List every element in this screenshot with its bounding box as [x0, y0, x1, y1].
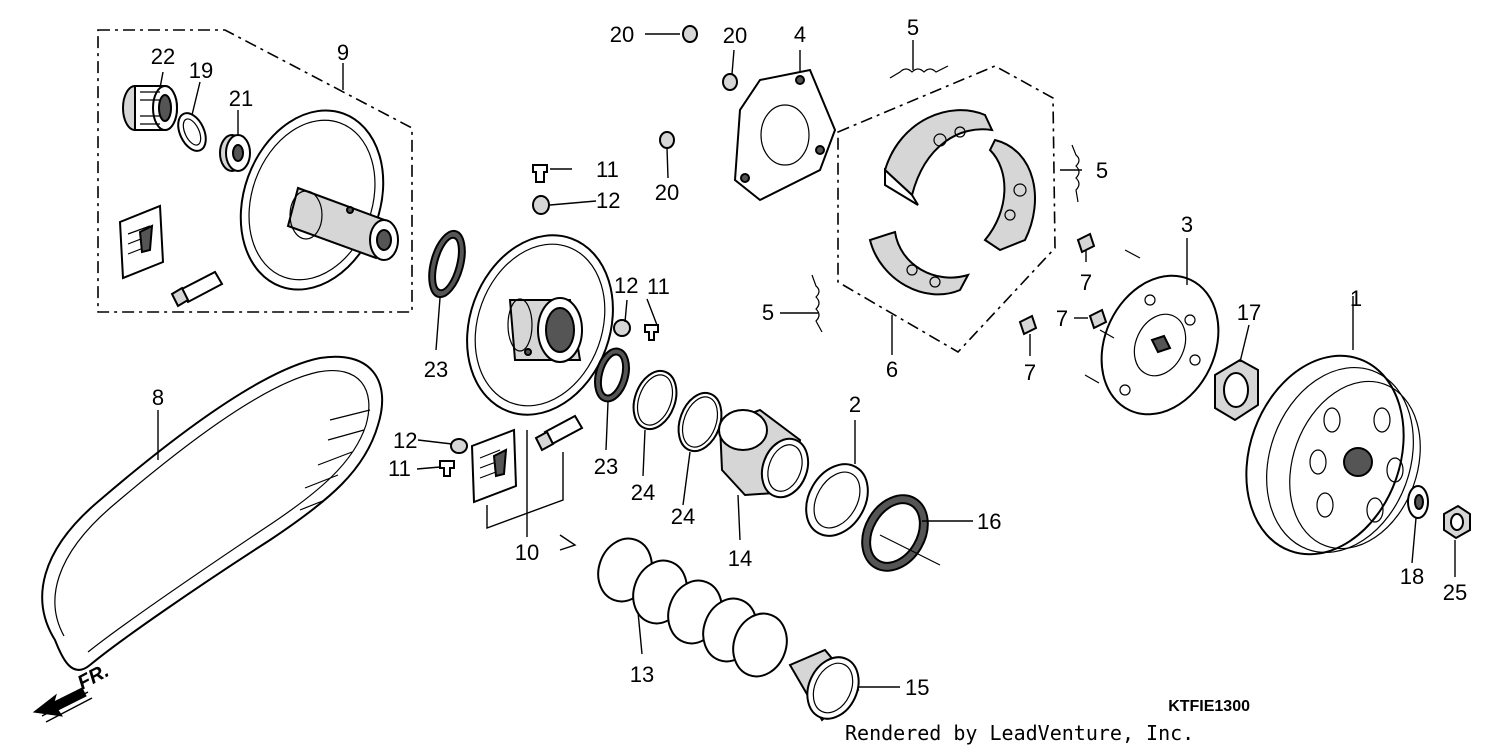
needle-bearing-part — [122, 85, 178, 131]
drive-face-group-box — [97, 29, 413, 313]
callout-21: 21 — [229, 86, 253, 111]
roller-lower — [450, 438, 468, 454]
credit-text: Rendered by LeadVenture, Inc. — [845, 721, 1194, 745]
shoe-spring-left — [811, 274, 823, 333]
callout-3: 3 — [1181, 212, 1193, 237]
shoe-spring-right — [1071, 144, 1080, 203]
drive-plate-part — [1084, 249, 1220, 416]
clutch-shoe-group-box — [837, 65, 1056, 354]
callout-18: 18 — [1400, 564, 1424, 589]
callout-5-top: 5 — [907, 15, 919, 40]
callout-15: 15 — [905, 675, 929, 700]
o-ring-part-a — [632, 369, 678, 431]
nut-c — [1018, 314, 1038, 336]
clutch-nut-part — [1214, 358, 1259, 422]
callout-12-top: 12 — [596, 188, 620, 213]
callout-17: 17 — [1237, 300, 1261, 325]
callout-5-left: 5 — [762, 300, 774, 325]
callout-13: 13 — [630, 662, 654, 687]
manual-reference-icon — [118, 204, 165, 280]
clutch-shoe-right — [983, 138, 1036, 252]
callout-4: 4 — [794, 22, 806, 47]
clutch-outer-part — [1245, 354, 1421, 556]
e-clip-low — [659, 131, 675, 149]
oil-seal-part-left — [428, 229, 466, 299]
nut-b — [1088, 308, 1108, 330]
callout-7-a: 7 — [1080, 270, 1092, 295]
ball-bearing-part — [219, 134, 251, 172]
e-clip-top — [682, 25, 698, 43]
drive-face-part — [239, 109, 399, 291]
callouts: 1 2 3 4 5 5 5 6 7 7 7 8 9 10 11 11 11 12… — [151, 15, 1467, 700]
callout-25: 25 — [1443, 580, 1467, 605]
outer-nut-part — [1443, 504, 1471, 540]
roller-upper — [532, 195, 550, 215]
leader-lines — [157, 33, 1456, 688]
callout-19: 19 — [189, 58, 213, 83]
callout-2: 2 — [849, 392, 861, 417]
guide-pin-upper — [532, 164, 548, 183]
shoe-spring-top — [889, 65, 949, 79]
callout-11-mid: 11 — [647, 274, 670, 299]
outer-washer-part — [1407, 485, 1429, 519]
grease-tube-icon — [170, 270, 224, 308]
callout-16: 16 — [977, 509, 1001, 534]
grease-tube-icon-mid — [534, 414, 584, 452]
drive-belt-part — [41, 355, 384, 671]
circlip-part — [177, 112, 207, 152]
manual-reference-icon-mid — [470, 428, 518, 504]
seal-collar-part — [718, 408, 810, 499]
driven-face-part — [466, 234, 614, 416]
oil-seal-part-right — [594, 347, 630, 403]
callout-24-a: 24 — [631, 480, 655, 505]
driven-face-spring-part — [559, 534, 788, 678]
callout-11-top: 11 — [596, 157, 619, 182]
callout-7-c: 7 — [1024, 360, 1036, 385]
callout-12-low: 12 — [393, 428, 417, 453]
callout-5-right: 5 — [1096, 158, 1108, 183]
bearing-seal-part — [861, 494, 941, 572]
guide-pin-lower — [439, 460, 455, 477]
e-clip-mid — [722, 73, 738, 91]
nut-a — [1076, 232, 1096, 254]
callout-23-right: 23 — [594, 454, 618, 479]
callout-9: 9 — [337, 40, 349, 65]
spring-collar-part — [788, 648, 860, 722]
guide-pin-mid — [644, 324, 659, 341]
callout-8: 8 — [152, 385, 164, 410]
callout-12-mid: 12 — [614, 273, 638, 298]
callout-1: 1 — [1350, 286, 1362, 311]
callout-22: 22 — [151, 44, 175, 69]
callout-14: 14 — [728, 546, 752, 571]
drawing-code: KTFIE1300 — [1168, 698, 1250, 715]
callout-23-left: 23 — [424, 357, 448, 382]
callout-6: 6 — [886, 357, 898, 382]
clutch-shoe-upper — [883, 109, 994, 206]
clutch-shoe-lower — [868, 230, 971, 296]
o-ring-part-b — [677, 391, 723, 453]
washer-part — [805, 463, 869, 537]
callout-20-low: 20 — [655, 180, 679, 205]
callout-20-top: 20 — [610, 22, 634, 47]
roller-mid — [613, 319, 631, 337]
side-plate-part — [733, 68, 837, 202]
icon-bracket — [486, 452, 564, 530]
callout-20-mid: 20 — [723, 23, 747, 48]
callout-7-b: 7 — [1056, 306, 1068, 331]
callout-11-low: 11 — [388, 456, 411, 481]
callout-24-b: 24 — [671, 504, 695, 529]
callout-10: 10 — [515, 540, 539, 565]
